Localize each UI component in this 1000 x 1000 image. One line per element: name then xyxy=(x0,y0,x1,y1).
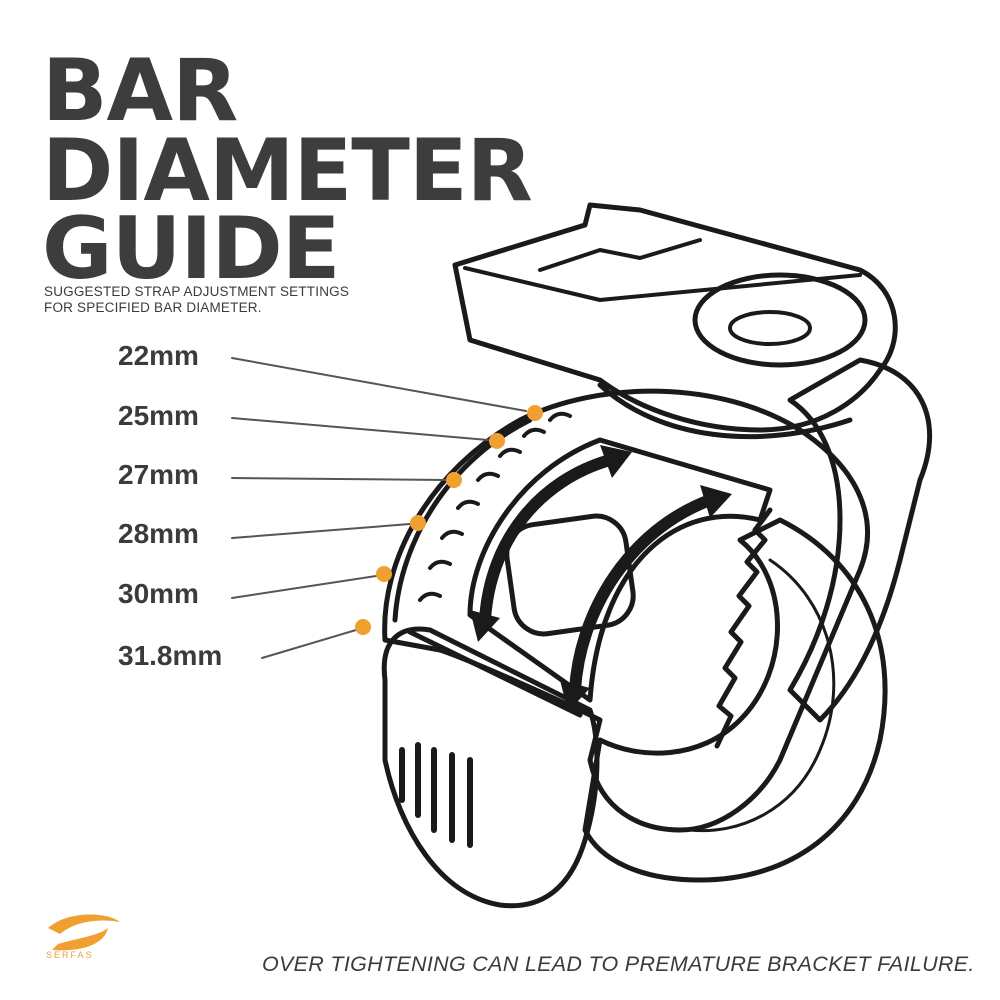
size-label-30mm: 30mm xyxy=(118,578,199,609)
leader-line-25mm xyxy=(231,417,489,441)
title-line-3: GUIDE xyxy=(42,199,341,299)
subtitle-line-2: FOR SPECIFIED BAR DIAMETER. xyxy=(44,300,262,315)
leader-line-27mm xyxy=(231,477,447,481)
mount-neck xyxy=(597,382,853,440)
marker-22mm xyxy=(527,405,543,421)
arrow-left-head-bottom xyxy=(470,610,500,642)
arrow-right-head-top xyxy=(700,485,732,518)
marker-25mm xyxy=(489,433,505,449)
mount-head xyxy=(452,202,898,433)
leader-line-22mm xyxy=(231,357,527,412)
size-label-27mm: 27mm xyxy=(118,459,199,490)
arrow-left-head-top xyxy=(600,445,632,478)
mount-cup xyxy=(692,272,868,368)
leader-lines xyxy=(231,357,527,659)
size-label-28mm: 28mm xyxy=(118,518,199,549)
bracket-main-body xyxy=(382,388,870,833)
front-grip xyxy=(381,626,600,909)
size-label-25mm: 25mm xyxy=(118,400,199,431)
mount-head-rail xyxy=(538,238,702,272)
size-markers xyxy=(355,405,543,635)
mount-cup-inner xyxy=(728,310,812,346)
ribs xyxy=(418,411,572,602)
serfas-logo-icon xyxy=(48,914,120,951)
leader-line-31-8mm xyxy=(261,629,357,659)
front-grip-top xyxy=(407,629,583,718)
arrow-right-curve xyxy=(569,494,716,696)
strap-band-inner xyxy=(688,558,836,833)
arrow-left-curve xyxy=(479,454,616,626)
size-label-22mm: 22mm xyxy=(118,340,199,371)
strap-band xyxy=(582,517,888,883)
marker-28mm xyxy=(410,515,426,531)
notched-teeth xyxy=(714,507,773,749)
title-line-1: BAR xyxy=(42,41,238,141)
marker-30mm xyxy=(376,566,392,582)
rubber-pad xyxy=(504,513,636,637)
leader-line-30mm xyxy=(231,575,377,599)
subtitle: SUGGESTED STRAP ADJUSTMENT SETTINGS FOR … xyxy=(44,284,349,316)
warning-text: OVER TIGHTENING CAN LEAD TO PREMATURE BR… xyxy=(262,952,975,976)
bracket-side-body xyxy=(787,357,933,723)
marker-31-8mm xyxy=(355,619,371,635)
mount-head-top xyxy=(463,266,862,302)
leader-line-28mm xyxy=(231,523,411,539)
marker-27mm xyxy=(446,472,462,488)
title-line-2: DIAMETER xyxy=(42,121,533,221)
subtitle-line-1: SUGGESTED STRAP ADJUSTMENT SETTINGS xyxy=(44,284,350,299)
size-label-31-8mm: 31.8mm xyxy=(118,640,223,671)
brand-name: SERFAS xyxy=(46,950,94,960)
grip-ridges xyxy=(399,742,473,848)
arrow-right-head-bottom xyxy=(560,680,590,712)
